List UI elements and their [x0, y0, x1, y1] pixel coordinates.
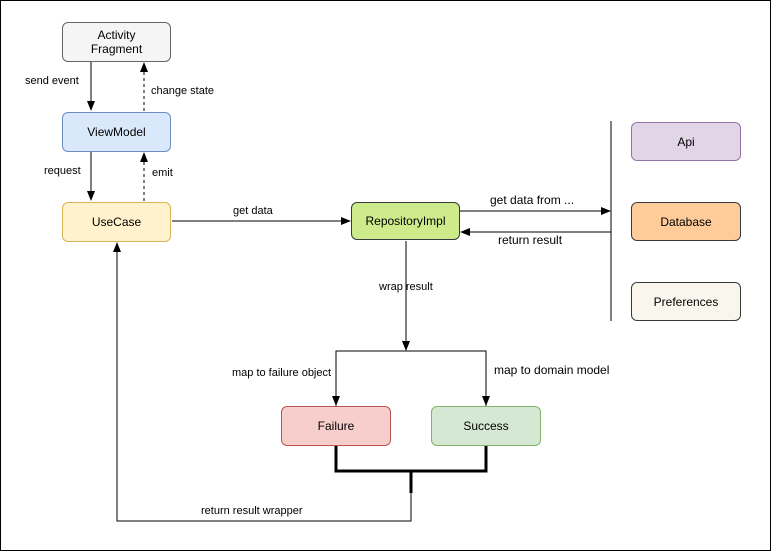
repository-impl-box: RepositoryImpl [351, 202, 460, 240]
api-box: Api [631, 122, 741, 161]
map-domain-label: map to domain model [494, 363, 610, 377]
emit-label: emit [152, 167, 173, 179]
return-wrapper-arrow [113, 242, 412, 522]
get-data-from-label: get data from ... [490, 193, 575, 207]
change-state-label: change state [151, 85, 214, 97]
get-data-label: get data [233, 205, 273, 217]
database-box: Database [631, 202, 741, 241]
map-failure-label: map to failure object [232, 367, 332, 379]
usecase-box: UseCase [62, 202, 171, 242]
viewmodel-box: ViewModel [62, 112, 171, 152]
failure-box: Failure [281, 406, 391, 446]
request-label: request [44, 165, 81, 177]
activity-fragment-box: Activity Fragment [62, 22, 171, 62]
preferences-box: Preferences [631, 282, 741, 321]
split-branch [335, 350, 487, 406]
wrap-result-label: wrap result [379, 281, 433, 293]
send-event-label: send event [25, 75, 79, 87]
return-wrapper-label: return result wrapper [201, 505, 303, 517]
return-result-label: return result [498, 233, 563, 247]
join-bar [334, 446, 488, 473]
success-box: Success [431, 406, 541, 446]
